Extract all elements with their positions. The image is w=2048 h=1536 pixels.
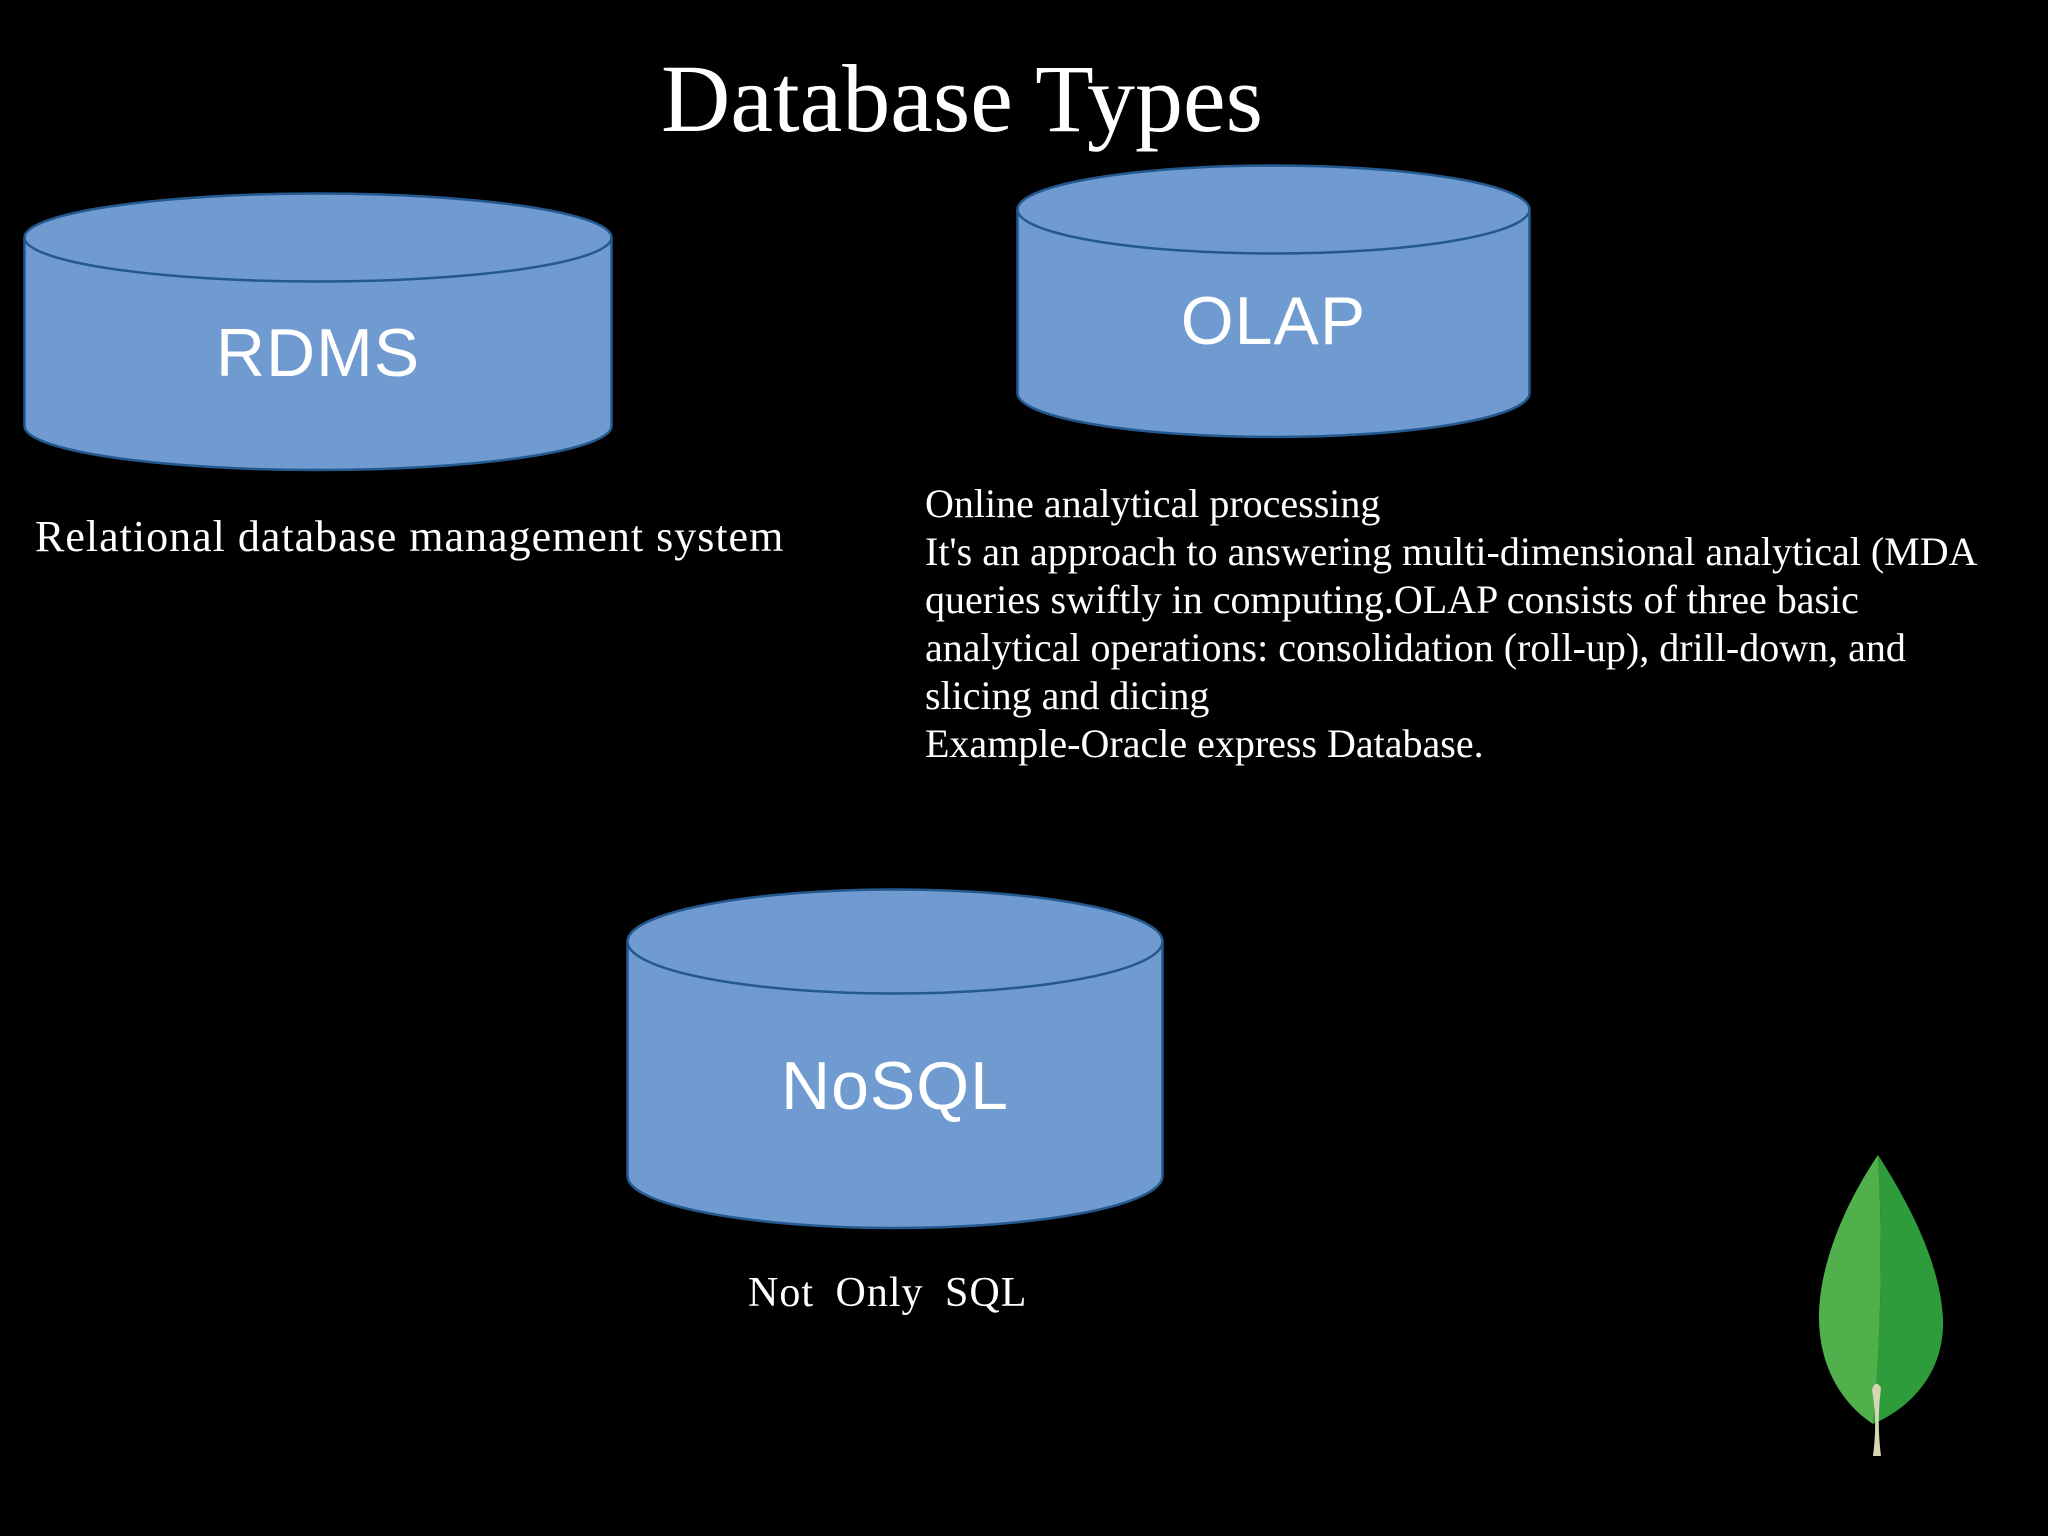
slide-title: Database Types (661, 45, 1263, 152)
cylinder-top (626, 888, 1164, 995)
nosql-caption: Not Only SQL (748, 1270, 1028, 1316)
cylinder-body (23, 237, 613, 472)
rdms-caption: Relational database management system (35, 512, 785, 561)
nosql-label: NoSQL (781, 1048, 1009, 1124)
rdms-cylinder-icon (23, 192, 613, 472)
mongodb-leaf-icon (1818, 1155, 1944, 1456)
olap-description-line: analytical operations: consolidation (ro… (925, 625, 1906, 670)
olap-description-line: Online analytical processing (925, 481, 1381, 526)
nosql-cylinder-icon (626, 888, 1164, 1230)
olap-cylinder-icon (1016, 164, 1531, 439)
rdms-label: RDMS (215, 315, 421, 391)
leaf-left-half (1818, 1155, 1881, 1424)
leaf-right-half (1873, 1155, 1944, 1424)
olap-label: OLAP (1180, 283, 1367, 359)
cylinder-top (23, 192, 613, 283)
olap-description-line: It's an approach to answering multi-dime… (925, 529, 1978, 574)
cylinder-body (626, 941, 1164, 1230)
olap-description: Online analytical processing It's an app… (925, 480, 1977, 768)
cylinder-body (1016, 209, 1531, 439)
leaf-stem (1872, 1383, 1881, 1456)
olap-description-line: Example-Oracle express Database. (925, 721, 1484, 766)
cylinder-top (1016, 164, 1531, 255)
olap-description-line: slicing and dicing (925, 673, 1210, 718)
olap-description-line: queries swiftly in computing.OLAP consis… (925, 577, 1859, 622)
